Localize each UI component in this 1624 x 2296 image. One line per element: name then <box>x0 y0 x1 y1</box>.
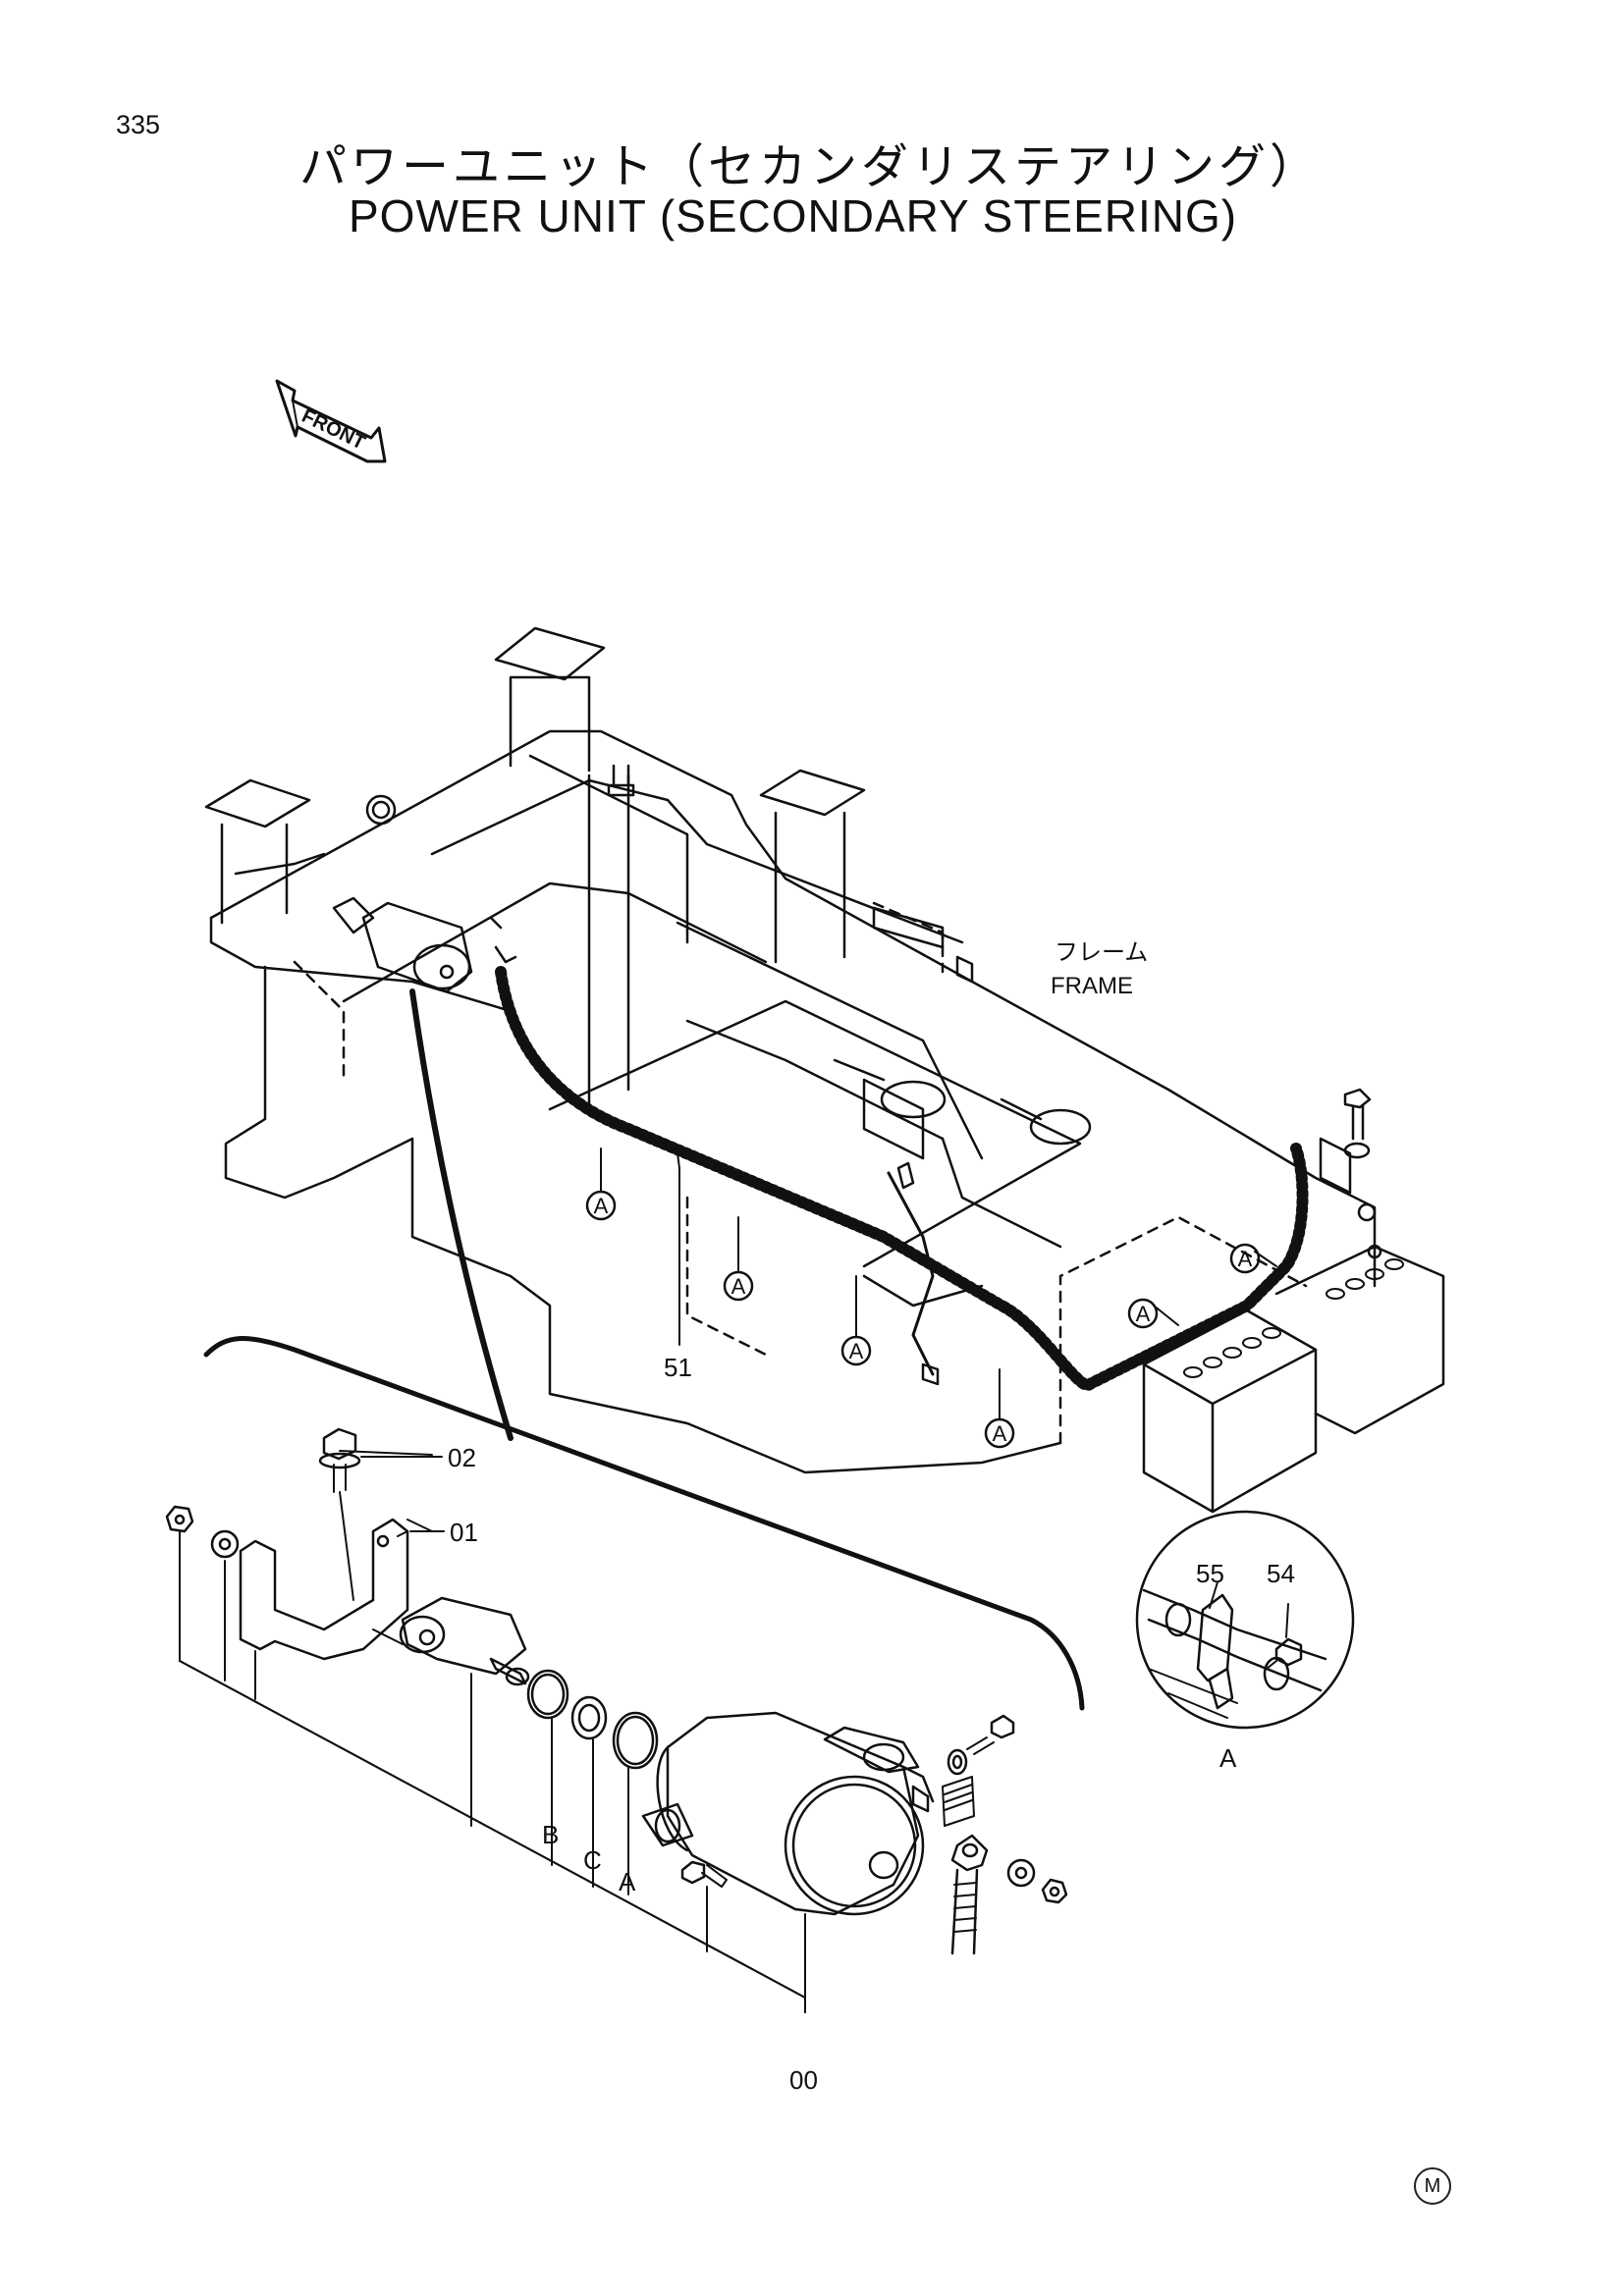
callout-a: A <box>619 1867 636 1896</box>
front-arrow-text: FRONT <box>298 405 369 454</box>
frame-right-bolt <box>1319 1088 1382 1259</box>
callout-01: 01 <box>450 1518 478 1547</box>
clamp-marker-label-4: A <box>993 1421 1007 1446</box>
callout-leaders <box>360 1456 445 1532</box>
motor-00-icon <box>666 1711 920 1916</box>
bracket-01-icon <box>239 1518 409 1661</box>
callout-55: 55 <box>1196 1559 1224 1588</box>
m-mark-icon: M <box>1414 2167 1451 2205</box>
frame-label-en: FRAME <box>1051 973 1133 999</box>
frame-label-jp: フレーム <box>1055 938 1148 966</box>
zoom-leader <box>409 988 514 1441</box>
reference-lines <box>179 1450 806 2013</box>
callout-00: 00 <box>789 2065 818 2095</box>
callout-c: C <box>583 1845 602 1875</box>
page-title: POWER UNIT (SECONDARY STEERING) <box>349 190 1238 241</box>
o-ring-b-icon <box>526 1669 569 1720</box>
callout-02: 02 <box>448 1443 476 1472</box>
coupling-block-icon <box>401 1596 527 1676</box>
page-number: 335 <box>116 110 161 139</box>
clamp-marker-label-5: A <box>1136 1302 1151 1326</box>
motor-on-frame <box>332 896 517 993</box>
callout-51: 51 <box>664 1353 692 1382</box>
clamp-marker-5 <box>1127 1298 1159 1329</box>
clamp-marker-label-1: A <box>594 1194 609 1218</box>
detail-a-circle <box>1135 1510 1355 1730</box>
leader-51 <box>677 1152 680 1346</box>
clamp-markers <box>585 1148 1277 1449</box>
washer-left-icon <box>210 1529 240 1559</box>
callout-54: 54 <box>1267 1559 1295 1588</box>
nut-left-icon <box>165 1505 194 1533</box>
clamp-marker-label-6: A <box>1238 1247 1253 1271</box>
frame-label: フレーム FRAME <box>1051 938 1148 999</box>
front-arrow-icon: FRONT <box>275 379 387 463</box>
battery-pair <box>1142 1245 1445 1514</box>
detail-boundary <box>203 1336 1085 1711</box>
detail-caption: A <box>1219 1743 1237 1773</box>
clamp-marker-6 <box>1229 1243 1261 1274</box>
frame-assembly <box>204 626 1377 1474</box>
clamp-marker-label-2: A <box>731 1274 746 1299</box>
exploded-view <box>165 1427 1068 1955</box>
o-ring-a-icon <box>612 1711 659 1770</box>
clamp-marker-label-3: A <box>849 1339 864 1363</box>
callout-b: B <box>542 1820 559 1849</box>
harness-hose <box>495 966 1309 1391</box>
page-title-japanese: パワーユニット（セカンダリステアリング） <box>299 139 1322 194</box>
o-ring-c-icon <box>570 1695 608 1740</box>
